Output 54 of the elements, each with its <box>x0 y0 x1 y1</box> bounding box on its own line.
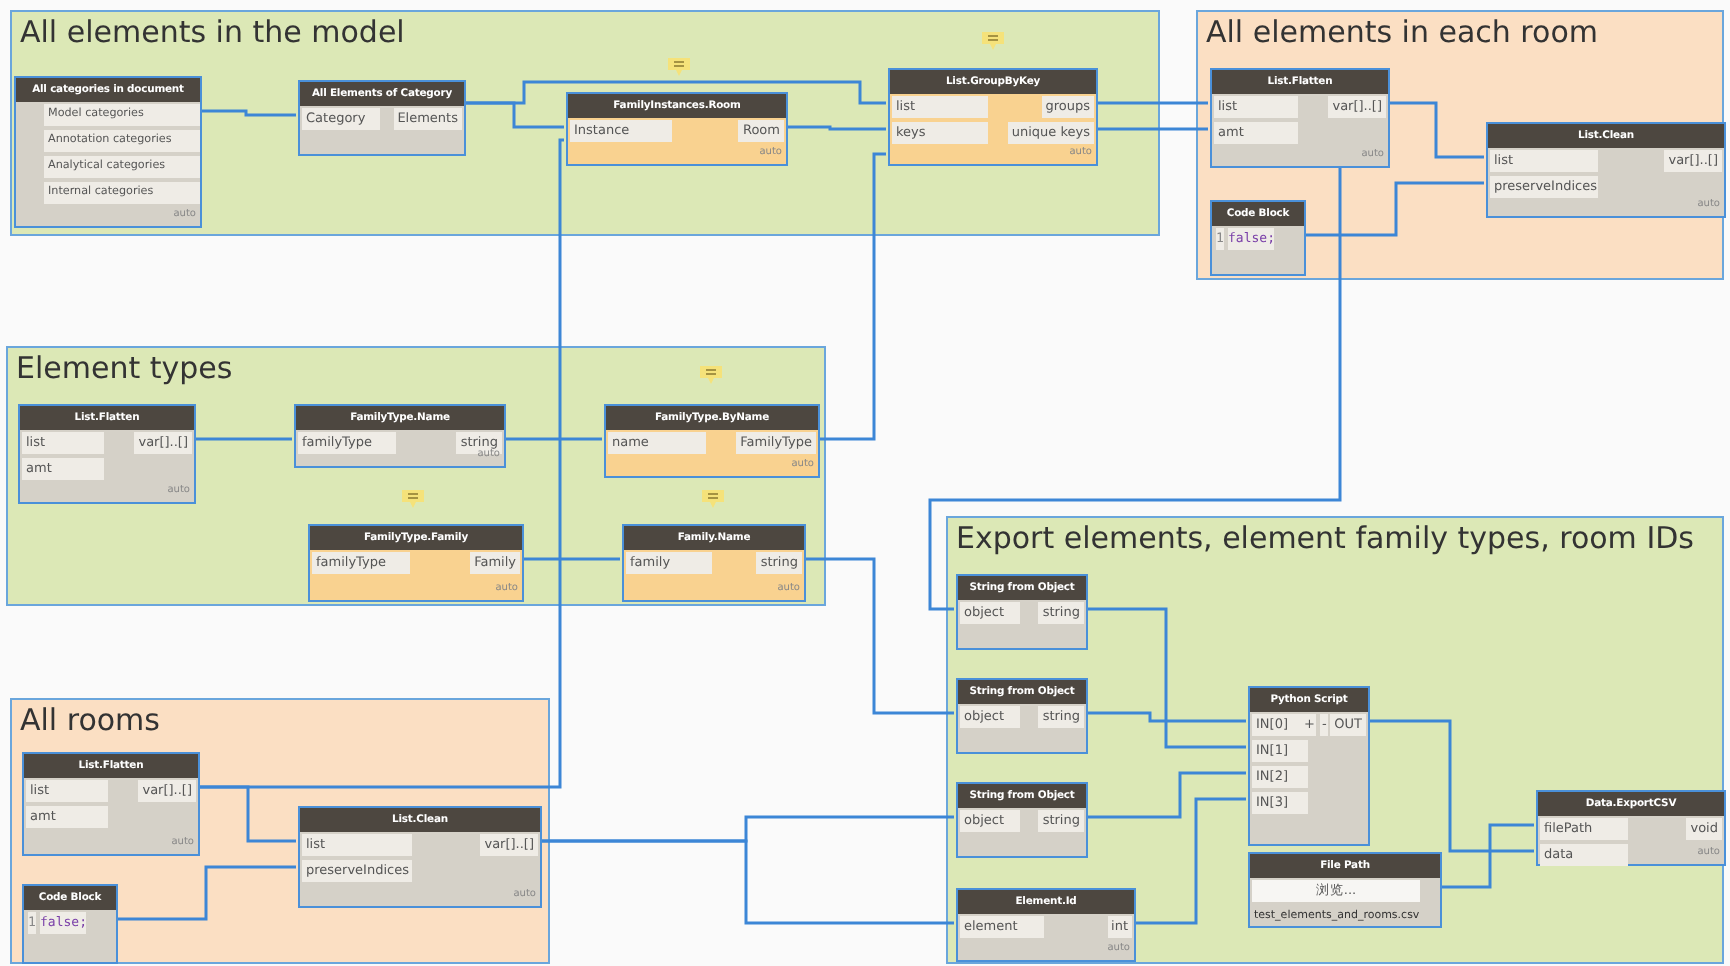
group-panel <box>10 10 1160 236</box>
node-box <box>18 404 196 504</box>
wire <box>1388 101 1484 159</box>
group-panel <box>946 516 1724 964</box>
wire <box>1368 719 1534 853</box>
node-box <box>1486 122 1726 218</box>
wire <box>1304 181 1484 237</box>
group-title: All elements in the model <box>20 14 405 50</box>
wire <box>522 557 620 561</box>
node-box <box>622 524 806 602</box>
node-box <box>1210 68 1390 168</box>
node-box <box>1248 852 1442 928</box>
node-box <box>956 782 1088 858</box>
node-box <box>956 888 1136 962</box>
wire <box>540 839 954 925</box>
wire <box>200 109 296 117</box>
node-box <box>298 806 542 908</box>
node-box <box>1536 790 1726 866</box>
node-box <box>14 76 202 228</box>
wire <box>1440 823 1534 889</box>
node-box <box>956 678 1088 754</box>
node-box <box>22 884 118 964</box>
node-box <box>1248 686 1370 846</box>
wire <box>1086 711 1246 723</box>
node-box <box>22 752 200 856</box>
group-panel <box>10 698 550 964</box>
node-box <box>888 68 1098 166</box>
node-box <box>294 404 506 468</box>
wire <box>1096 127 1208 131</box>
node-box <box>604 404 820 478</box>
node-box <box>566 92 788 166</box>
group-title: Element types <box>16 350 233 386</box>
wire <box>1086 771 1246 819</box>
wire <box>1134 797 1246 925</box>
wire <box>818 152 886 441</box>
group-panel <box>1196 10 1724 280</box>
node-box <box>956 574 1088 650</box>
group-title: All elements in each room <box>1206 14 1598 50</box>
group-title: All rooms <box>20 702 160 738</box>
wire <box>116 865 296 921</box>
group-panel <box>6 346 826 606</box>
group-title: Export elements, element family types, room IDs <box>956 520 1694 556</box>
wire <box>194 437 292 441</box>
wire <box>1086 607 1246 749</box>
node-box <box>1210 200 1306 276</box>
wire <box>804 557 954 715</box>
wire <box>198 785 296 843</box>
wire <box>786 125 886 131</box>
wire <box>464 80 886 105</box>
wire <box>1096 101 1208 105</box>
wire <box>928 166 1342 611</box>
node-box <box>298 80 466 156</box>
node-box <box>308 524 524 602</box>
wire <box>504 437 602 441</box>
